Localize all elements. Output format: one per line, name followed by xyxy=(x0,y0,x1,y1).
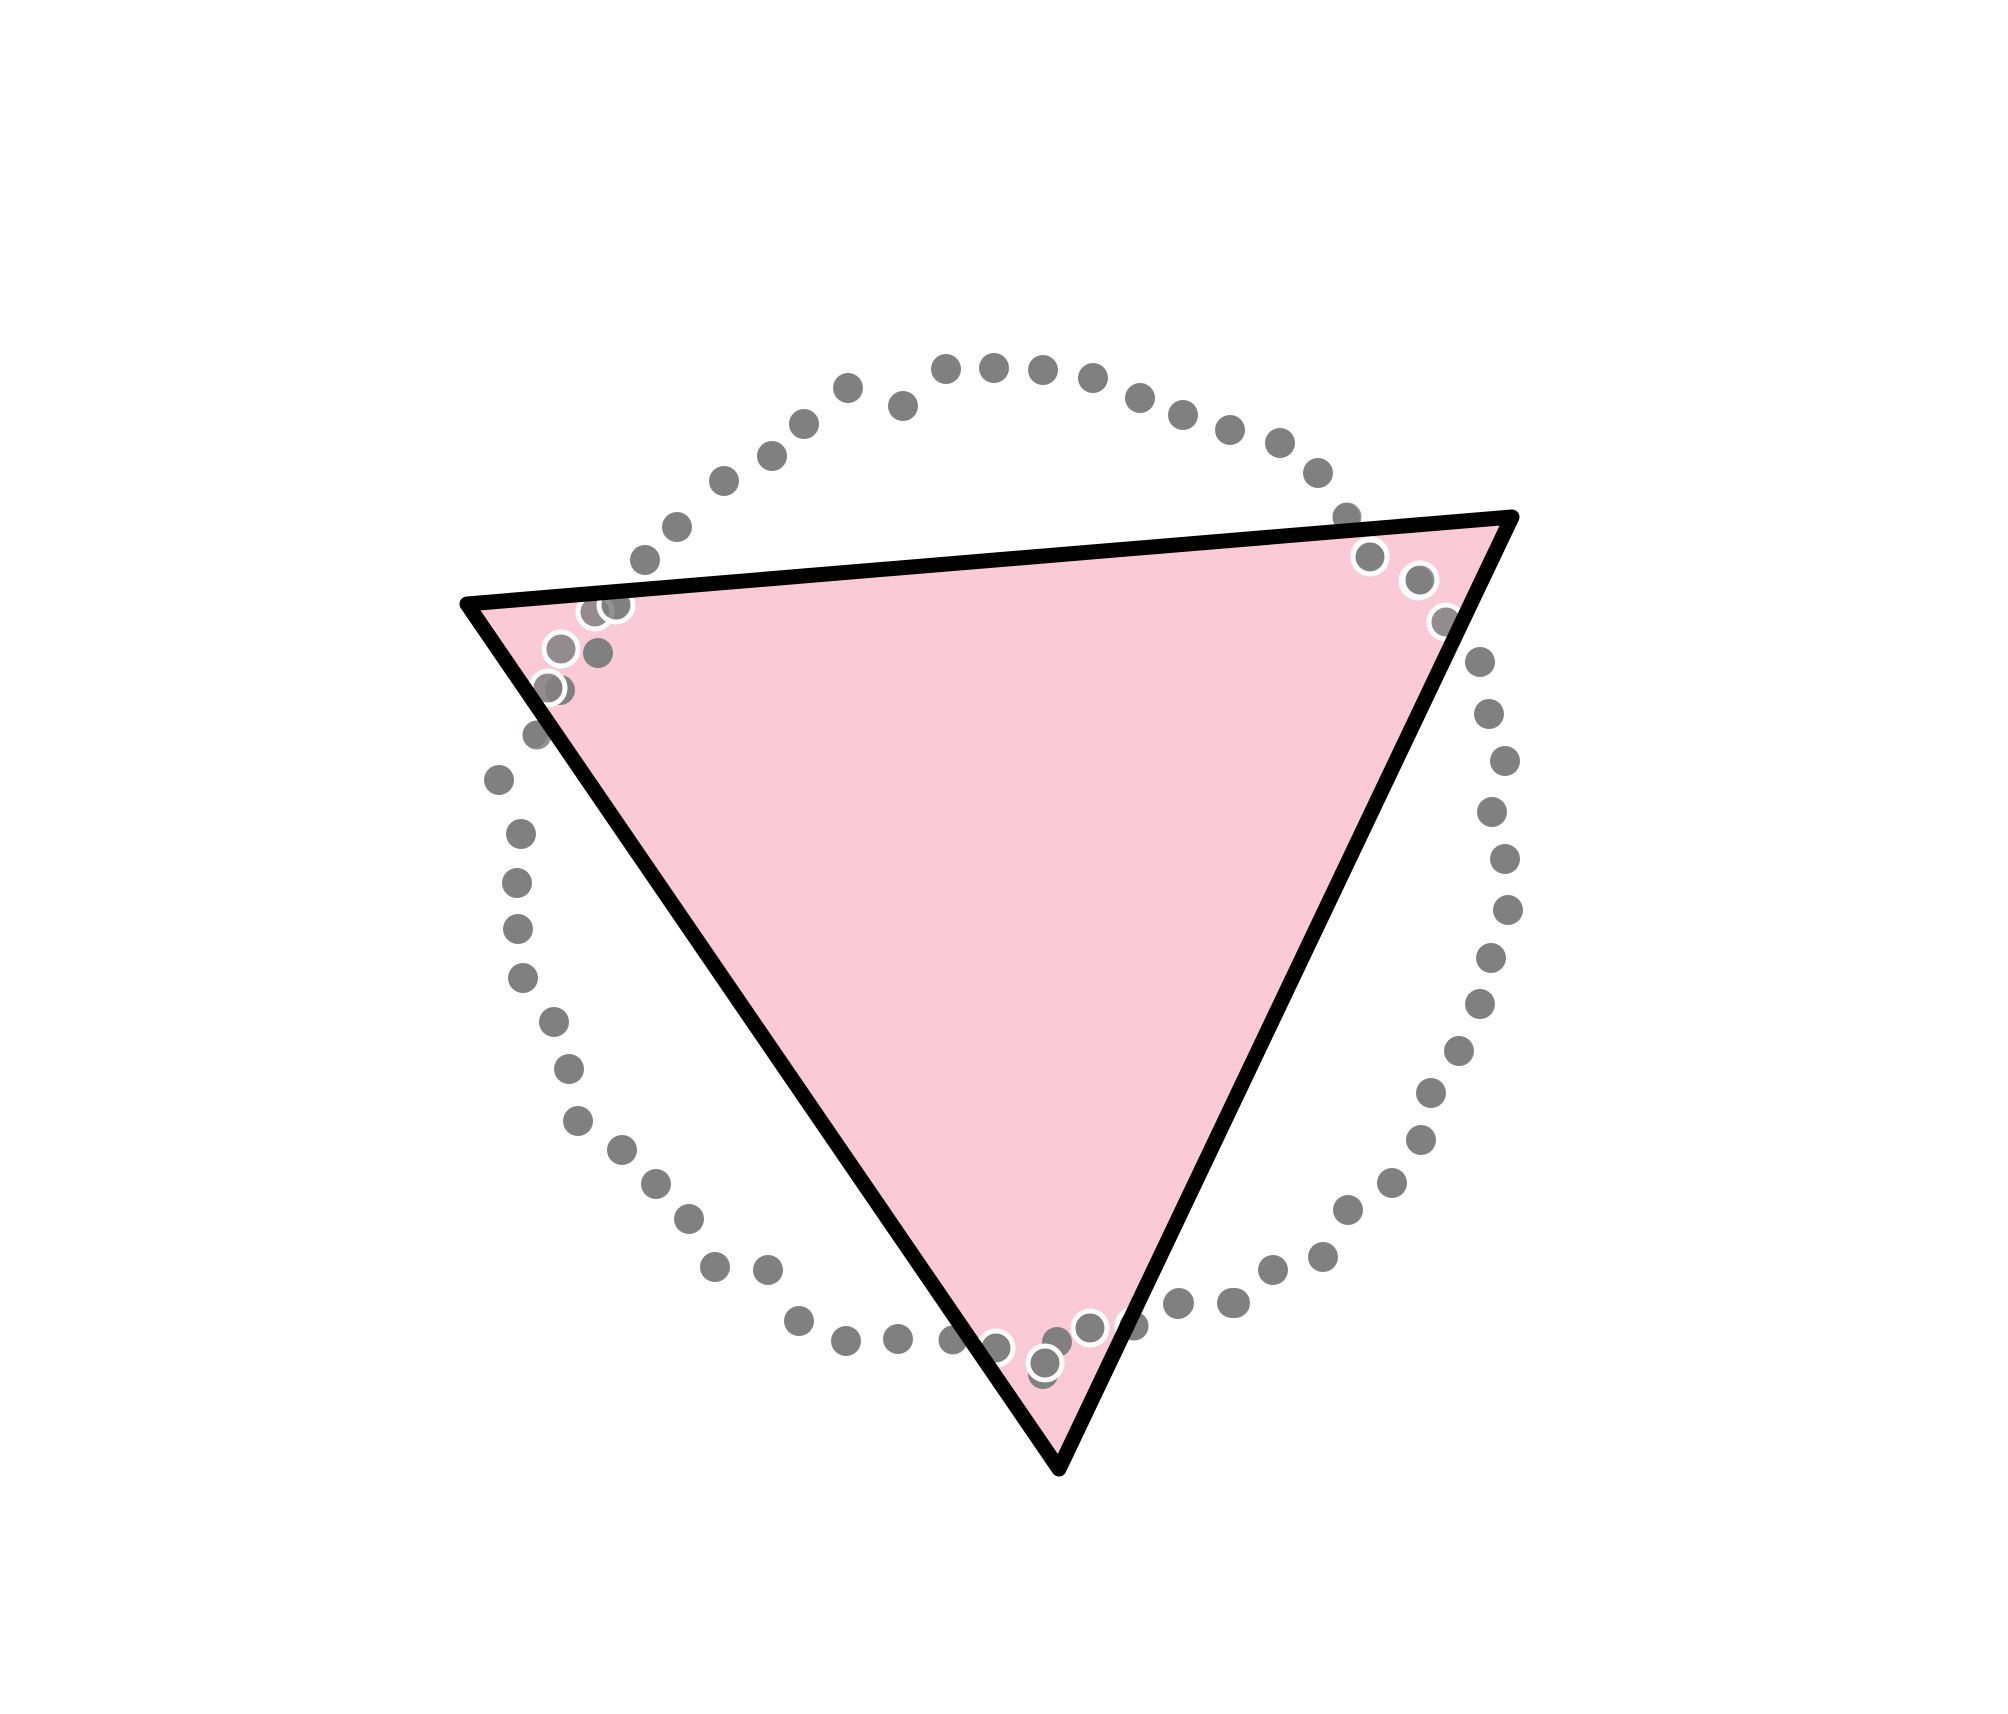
highlighted-dot-11 xyxy=(1025,1343,1065,1383)
dot-47 xyxy=(506,819,536,849)
dot-36 xyxy=(753,1255,783,1285)
dot-48 xyxy=(484,765,514,795)
dot-39 xyxy=(641,1169,671,1199)
dot-23 xyxy=(1333,1195,1363,1225)
highlighted-dot-6 xyxy=(541,629,581,669)
dot-46 xyxy=(502,868,532,898)
dot-41 xyxy=(563,1106,593,1136)
dot-6 xyxy=(1265,428,1295,458)
dot-65 xyxy=(1163,1289,1193,1319)
dot-4 xyxy=(1168,400,1198,430)
dot-35 xyxy=(784,1306,814,1336)
dot-1 xyxy=(1028,355,1058,385)
dot-13 xyxy=(1490,746,1520,776)
dot-7 xyxy=(1303,458,1333,488)
dot-58 xyxy=(833,373,863,403)
dot-57 xyxy=(789,409,819,439)
dot-15 xyxy=(1490,844,1520,874)
dot-60 xyxy=(931,354,961,384)
dot-17 xyxy=(1476,943,1506,973)
dot-34 xyxy=(831,1326,861,1356)
dot-18 xyxy=(1465,989,1495,1019)
highlighted-dot-15 xyxy=(1350,537,1390,577)
dot-38 xyxy=(674,1204,704,1234)
dot-22 xyxy=(1377,1168,1407,1198)
dot-20 xyxy=(1416,1078,1446,1108)
dot-53 xyxy=(630,545,660,575)
dot-40 xyxy=(607,1135,637,1165)
pink-triangle-fill xyxy=(467,517,1512,1469)
dot-42 xyxy=(554,1054,584,1084)
dot-12 xyxy=(1474,699,1504,729)
dot-56 xyxy=(757,441,787,471)
dot-24 xyxy=(1308,1242,1338,1272)
dot-43 xyxy=(539,1007,569,1037)
highlighted-dot-4 xyxy=(1400,560,1440,600)
highlighted-dot-12 xyxy=(1070,1308,1110,1348)
dot-51 xyxy=(583,638,613,668)
dot-19 xyxy=(1444,1036,1474,1066)
dot-0 xyxy=(979,353,1009,383)
dot-14 xyxy=(1477,797,1507,827)
dot-54 xyxy=(662,512,692,542)
dot-25 xyxy=(1258,1255,1288,1285)
dot-45 xyxy=(503,914,533,944)
dot-59 xyxy=(888,391,918,421)
dot-16 xyxy=(1493,895,1523,925)
dot-2 xyxy=(1078,363,1108,393)
dot-21 xyxy=(1406,1125,1436,1155)
dot-3 xyxy=(1125,383,1155,413)
dot-66 xyxy=(1217,1288,1247,1318)
dot-33 xyxy=(883,1324,913,1354)
dot-37 xyxy=(700,1252,730,1282)
dot-44 xyxy=(508,963,538,993)
dot-11 xyxy=(1465,647,1495,677)
triangle-outline xyxy=(459,509,1520,1477)
dot-55 xyxy=(709,466,739,496)
dot-5 xyxy=(1215,415,1245,445)
